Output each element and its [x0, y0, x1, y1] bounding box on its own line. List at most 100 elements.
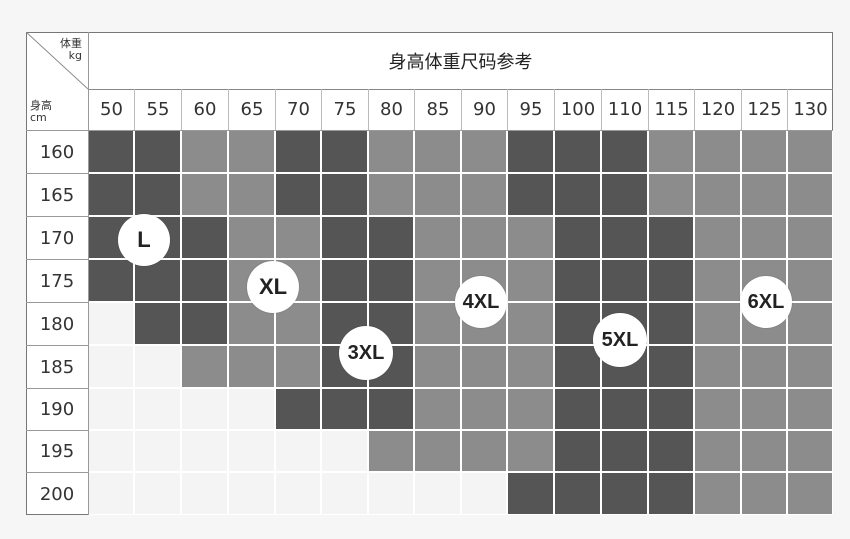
grid-cell: [321, 173, 368, 216]
grid-cell: [88, 472, 134, 515]
size-badge-l: L: [118, 214, 170, 266]
grid-cell: [694, 302, 741, 345]
height-axis-label: 身高 cm: [30, 100, 52, 124]
grid-cell: [368, 216, 414, 259]
grid-cell: [275, 130, 321, 173]
weight-header-85: 85: [414, 89, 461, 130]
grid-cell: [275, 345, 321, 388]
grid-cell: [741, 472, 787, 515]
grid-cell: [461, 173, 507, 216]
grid-cell: [228, 430, 275, 472]
weight-header-75: 75: [321, 89, 368, 130]
grid-cell: [648, 388, 694, 430]
grid-cell: [554, 388, 601, 430]
weight-header-80: 80: [368, 89, 414, 130]
grid-cell: [228, 130, 275, 173]
grid-cell: [787, 388, 833, 430]
weight-label: 体重: [60, 37, 82, 50]
grid-cell: [461, 388, 507, 430]
height-header-160: 160: [26, 130, 88, 173]
weight-header-50: 50: [88, 89, 134, 130]
grid-cell: [741, 216, 787, 259]
grid-cell: [461, 472, 507, 515]
grid-cell: [275, 472, 321, 515]
grid-cell: [414, 173, 461, 216]
grid-cell: [554, 345, 601, 388]
grid-cell: [414, 259, 461, 302]
grid-cell: [694, 216, 741, 259]
weight-header-95: 95: [507, 89, 554, 130]
grid-cell: [461, 430, 507, 472]
grid-cell: [554, 259, 601, 302]
grid-cell: [134, 430, 181, 472]
grid-cell: [134, 173, 181, 216]
grid-cell: [368, 430, 414, 472]
grid-cell: [181, 173, 228, 216]
grid-cell: [648, 345, 694, 388]
grid-cell: [181, 259, 228, 302]
weight-header-100: 100: [554, 89, 601, 130]
grid-cell: [741, 345, 787, 388]
grid-cell: [181, 216, 228, 259]
grid-cell: [648, 302, 694, 345]
grid-cell: [694, 173, 741, 216]
grid-cell: [368, 472, 414, 515]
grid-cell: [787, 216, 833, 259]
height-header-170: 170: [26, 216, 88, 259]
grid-cell: [275, 430, 321, 472]
grid-cell: [134, 130, 181, 173]
grid-cell: [134, 472, 181, 515]
weight-header-70: 70: [275, 89, 321, 130]
grid-cell: [648, 173, 694, 216]
grid-cell: [181, 472, 228, 515]
height-label: 身高: [30, 99, 52, 112]
grid-cell: [88, 130, 134, 173]
grid-cell: [368, 130, 414, 173]
grid-cell: [228, 173, 275, 216]
grid-cell: [414, 130, 461, 173]
grid-cell: [134, 259, 181, 302]
grid-cell: [554, 216, 601, 259]
grid-cell: [507, 173, 554, 216]
grid-cell: [787, 130, 833, 173]
grid-cell: [648, 130, 694, 173]
grid-cell: [694, 388, 741, 430]
grid-cell: [461, 216, 507, 259]
height-header-195: 195: [26, 430, 88, 472]
height-header-185: 185: [26, 345, 88, 388]
grid-cell: [275, 173, 321, 216]
grid-cell: [507, 345, 554, 388]
grid-cell: [741, 173, 787, 216]
grid-cell: [228, 216, 275, 259]
grid-cell: [694, 259, 741, 302]
weight-header-125: 125: [741, 89, 787, 130]
grid-cell: [321, 388, 368, 430]
grid-cell: [694, 430, 741, 472]
table-divider: [26, 130, 833, 131]
table-title: 身高体重尺码参考: [88, 32, 833, 90]
height-header-180: 180: [26, 302, 88, 345]
grid-cell: [787, 345, 833, 388]
grid-cell: [414, 345, 461, 388]
height-unit: cm: [30, 111, 47, 124]
height-header-165: 165: [26, 173, 88, 216]
height-header-175: 175: [26, 259, 88, 302]
grid-cell: [601, 472, 648, 515]
grid-cell: [181, 130, 228, 173]
table-divider: [88, 32, 89, 515]
corner-header: 体重 kg 身高 cm: [26, 32, 88, 130]
grid-cell: [507, 430, 554, 472]
grid-cell: [88, 345, 134, 388]
grid-cell: [554, 430, 601, 472]
grid-cell: [414, 430, 461, 472]
weight-axis-label: 体重 kg: [60, 38, 82, 62]
grid-cell: [88, 430, 134, 472]
grid-cell: [321, 430, 368, 472]
grid-cell: [694, 130, 741, 173]
grid-cell: [134, 388, 181, 430]
height-header-190: 190: [26, 388, 88, 430]
grid-cell: [741, 388, 787, 430]
grid-cell: [787, 430, 833, 472]
grid-cell: [134, 345, 181, 388]
